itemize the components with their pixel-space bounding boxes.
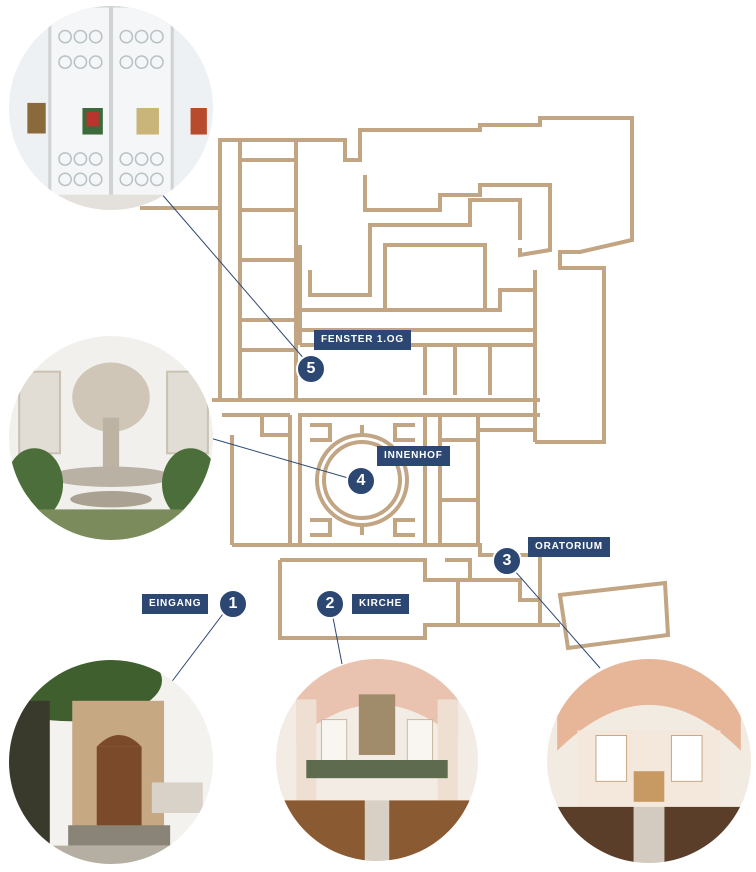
location-marker-2[interactable]: 2	[315, 589, 345, 619]
oratory-chapel-photo	[547, 659, 751, 863]
location-marker-5[interactable]: 5	[296, 354, 326, 384]
location-label-oratorium: ORATORIUM	[528, 537, 610, 557]
entrance-portal-photo	[9, 660, 213, 864]
location-label-innenhof: INNENHOF	[377, 446, 450, 466]
stained-glass-window-photo	[9, 6, 213, 210]
location-label-fenster: FENSTER 1.OG	[314, 330, 411, 350]
location-label-eingang: EINGANG	[142, 594, 209, 614]
location-marker-3[interactable]: 3	[492, 546, 522, 576]
location-label-kirche: KIRCHE	[352, 594, 410, 614]
courtyard-fountain-photo	[9, 336, 213, 540]
location-marker-4[interactable]: 4	[346, 466, 376, 496]
location-marker-1[interactable]: 1	[218, 589, 248, 619]
church-nave-photo	[276, 659, 478, 861]
